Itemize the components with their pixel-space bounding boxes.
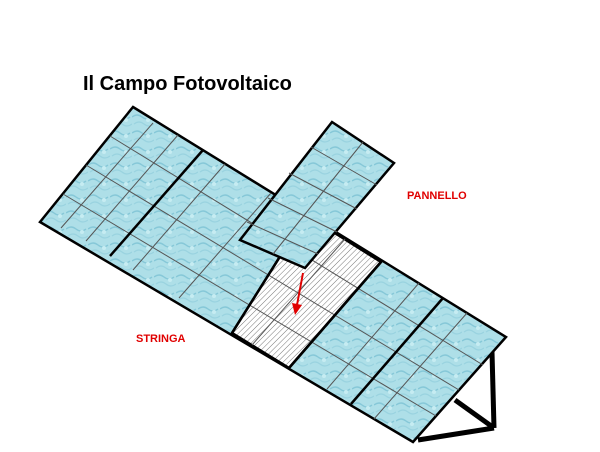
placement-arrow [292,272,304,315]
panel-label: PANNELLO [407,190,467,202]
string-array [38,105,508,444]
diagram-title: Il Campo Fotovoltaico [83,73,292,95]
lifted-panel [238,120,396,270]
support-frame [417,351,497,443]
string-label: STRINGA [136,333,186,345]
